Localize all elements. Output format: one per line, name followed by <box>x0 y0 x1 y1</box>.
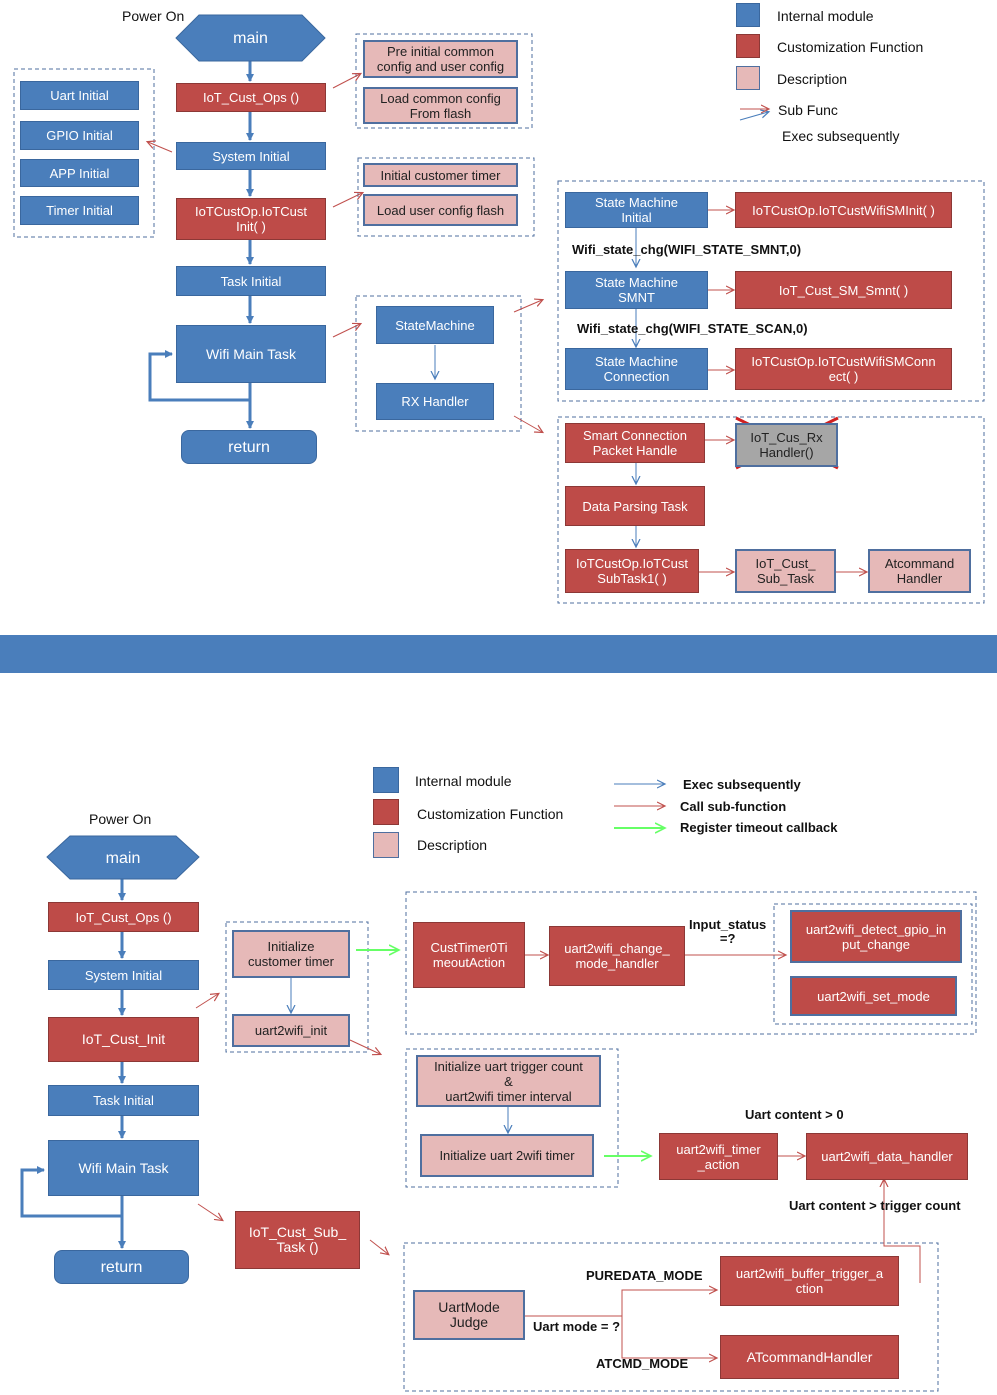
subtask1-node: IoTCustOp.IoTCust SubTask1( ) <box>565 549 699 593</box>
cust-sub-task-node: IoT_Cust_ Sub_Task <box>735 549 836 593</box>
initial-customer-timer-node: Initial customer timer <box>363 163 518 187</box>
top-task-initial-node: Task Initial <box>176 266 326 296</box>
sm-smnt-func-node: IoT_Cust_SM_Smnt( ) <box>735 271 952 309</box>
uart2wifi-init-node: uart2wifi_init <box>232 1014 350 1047</box>
sm-initial-node: State Machine Initial <box>565 192 708 228</box>
bottom-legend-exec-label: Exec subsequently <box>683 777 801 792</box>
top-legend-internal-label: Internal module <box>777 8 874 24</box>
bottom-power-on-label: Power On <box>89 811 152 827</box>
top-system-initial-node: System Initial <box>176 142 326 170</box>
buffer-trigger-node: uart2wifi_buffer_trigger_a ction <box>720 1256 899 1306</box>
timer-action-node: uart2wifi_timer _action <box>659 1133 778 1180</box>
atcmd-mode-label: ATCMD_MODE <box>596 1356 689 1371</box>
bottom-iot-cust-sub-task-node: IoT_Cust_Sub_ Task () <box>235 1211 360 1269</box>
bottom-legend-internal-label: Internal module <box>415 773 512 789</box>
gpio-initial-node: GPIO Initial <box>20 121 139 150</box>
top-wifi-main-task-node: Wifi Main Task <box>176 325 326 383</box>
bottom-main-hexagon <box>46 835 200 880</box>
uart-content-gt0-label: Uart content > 0 <box>745 1107 844 1122</box>
bottom-wifi-main-task-node: Wifi Main Task <box>48 1140 199 1196</box>
bottom-return-node: return <box>54 1250 189 1284</box>
initialize-customer-timer-node: Initialize customer timer <box>232 930 350 978</box>
load-common-config-node: Load common config From flash <box>363 87 518 124</box>
bottom-legend-register-label: Register timeout callback <box>680 820 838 835</box>
input-status-label: Input_status =? <box>689 917 767 946</box>
top-legend-custom-swatch <box>736 34 760 58</box>
top-legend-custom-label: Customization Function <box>777 39 924 55</box>
pre-initial-node: Pre initial common config and user confi… <box>363 40 518 78</box>
top-legend-description-label: Description <box>777 71 848 87</box>
sm-init-func-node: IoTCustOp.IoTCustWifiSMInit( ) <box>735 192 952 228</box>
app-initial-node: APP Initial <box>20 159 139 187</box>
top-iot-cust-ops-node: IoT_Cust_Ops () <box>176 83 326 112</box>
sm-conn-func-node: IoTCustOp.IoTCustWifiSMConn ect( ) <box>735 348 952 390</box>
timer-initial-node: Timer Initial <box>20 196 139 225</box>
sm-smnt-node: State Machine SMNT <box>565 271 708 309</box>
uartmode-judge-node: UartMode Judge <box>413 1290 525 1340</box>
top-iot-cust-init-node: IoTCustOp.IoTCust Init( ) <box>176 198 326 240</box>
atcommandhandler-node: ATcommandHandler <box>720 1335 899 1379</box>
uart-content-trigger-label: Uart content > trigger count <box>789 1198 961 1213</box>
uart-mode-label: Uart mode = ? <box>533 1319 621 1334</box>
bottom-iot-cust-ops-node: IoT_Cust_Ops () <box>48 902 199 932</box>
top-statemachine-node: StateMachine <box>376 306 494 344</box>
bottom-task-initial-node: Task Initial <box>48 1085 199 1116</box>
top-legend-exec-label: Exec subsequently <box>782 128 900 144</box>
top-legend-internal-swatch <box>736 3 760 27</box>
init-trigger-count-node: Initialize uart trigger count & uart2wif… <box>416 1055 601 1107</box>
bottom-legend-description-label: Description <box>417 837 488 853</box>
top-main-hexagon <box>175 14 326 62</box>
cus-rx-handler-node: IoT_Cus_Rx Handler() <box>735 423 838 467</box>
smart-connection-node: Smart Connection Packet Handle <box>565 423 705 463</box>
top-return-node: return <box>181 430 317 464</box>
wifi-state-chg-smnt-label: Wifi_state_chg(WIFI_STATE_SMNT,0) <box>572 242 802 257</box>
detect-gpio-node: uart2wifi_detect_gpio_in put_change <box>790 910 962 963</box>
bottom-legend-internal-swatch <box>373 767 399 793</box>
top-power-on-label: Power On <box>122 8 185 24</box>
bottom-system-initial-node: System Initial <box>48 960 199 990</box>
uart-initial-node: Uart Initial <box>20 81 139 110</box>
section-divider-band <box>0 635 997 673</box>
init-uart2wifi-timer-node: Initialize uart 2wifi timer <box>420 1134 594 1177</box>
bottom-legend-custom-label: Customization Function <box>417 806 564 822</box>
top-legend-description-swatch <box>736 66 760 90</box>
bottom-iot-cust-init-node: IoT_Cust_Init <box>48 1017 199 1062</box>
puredata-mode-label: PUREDATA_MODE <box>586 1268 703 1283</box>
top-legend-subfunc-label: Sub Func <box>778 102 838 118</box>
change-mode-handler-node: uart2wifi_change_ mode_handler <box>549 926 685 986</box>
atcommand-handler-node: Atcommand Handler <box>868 549 971 593</box>
cust-timer0-node: CustTimer0Ti meoutAction <box>413 922 525 988</box>
bottom-legend-custom-swatch <box>373 799 399 825</box>
load-user-config-flash-node: Load user config flash <box>363 194 518 226</box>
sm-connection-node: State Machine Connection <box>565 348 708 390</box>
top-rx-handler-node: RX Handler <box>376 383 494 420</box>
data-parsing-task-node: Data Parsing Task <box>565 486 705 526</box>
top-main-node: main <box>233 29 268 47</box>
wifi-state-chg-scan-label: Wifi_state_chg(WIFI_STATE_SCAN,0) <box>577 321 808 336</box>
data-handler-node: uart2wifi_data_handler <box>806 1133 968 1180</box>
bottom-legend-description-swatch <box>373 832 399 858</box>
bottom-legend-call-label: Call sub-function <box>680 799 787 814</box>
bottom-main-node: main <box>105 849 141 867</box>
set-mode-node: uart2wifi_set_mode <box>790 976 957 1016</box>
